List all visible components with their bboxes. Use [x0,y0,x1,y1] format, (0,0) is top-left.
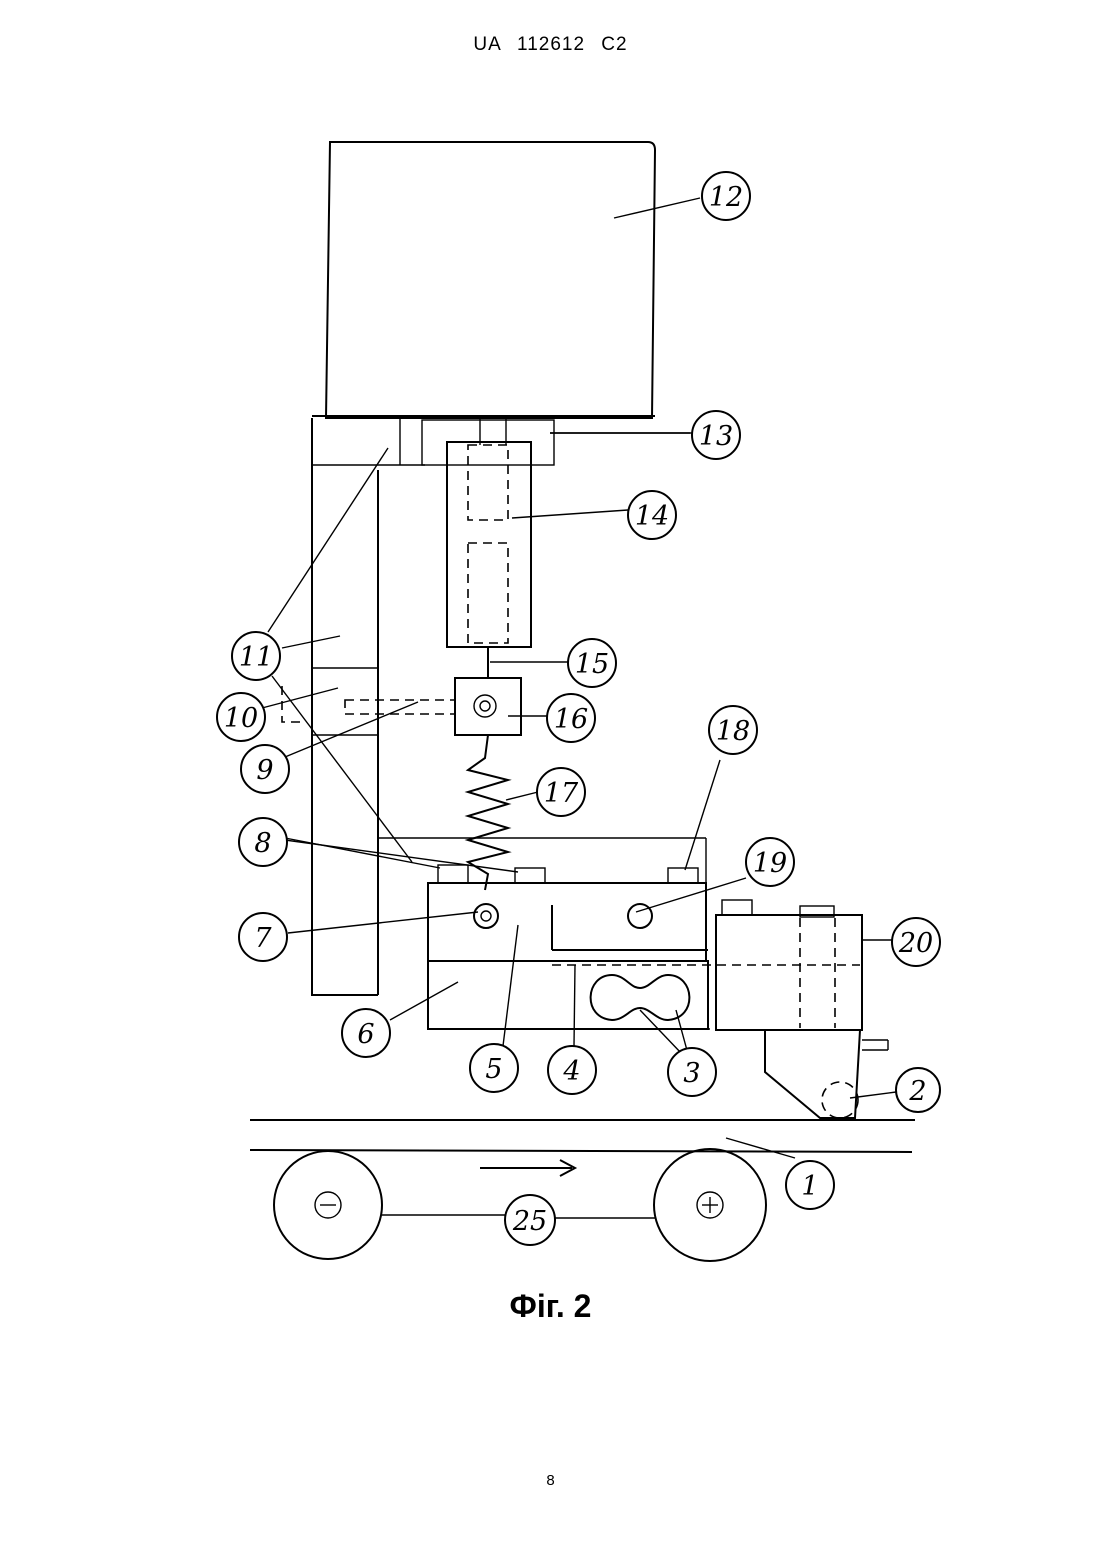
callout-13: 13 [692,411,740,459]
callout-4: 4 [548,1046,596,1094]
callout-label: 3 [683,1058,700,1089]
callout-25: 25 [505,1195,555,1245]
callout-label: 15 [575,649,609,680]
callout-7: 7 [239,913,287,961]
callout-label: 13 [699,421,733,452]
callout-label: 4 [562,1056,580,1087]
callout-label: 17 [544,778,579,809]
callout-label: 8 [254,828,271,859]
callout-label: 16 [554,704,588,735]
callout-3: 3 [668,1048,716,1096]
callout-label: 7 [254,923,272,954]
callout-17: 17 [537,768,585,816]
part-12-housing [326,142,655,418]
callout-1: 1 [786,1161,834,1209]
part-17-spring [468,735,508,890]
page-number: 8 [0,1472,1101,1489]
callout-label: 5 [485,1054,502,1085]
part-18-bolt [668,868,698,883]
part-8-bolt [515,868,545,883]
callout-14: 14 [628,491,676,539]
callout-8: 8 [239,818,287,866]
callout-20: 20 [892,918,940,966]
part-3-rollers [591,975,690,1020]
callout-2: 2 [896,1068,940,1112]
callout-18: 18 [709,706,757,754]
callout-5: 5 [470,1044,518,1092]
callout-label: 2 [908,1076,926,1107]
part-20-box [716,915,862,1030]
callout-label: 6 [357,1019,374,1050]
callout-label: 20 [898,928,933,959]
callout-label: 25 [512,1206,547,1237]
callout-10: 10 [217,693,265,741]
callout-label: 10 [224,703,258,734]
part-6-base [428,961,708,1029]
part-8-bolt [438,865,468,883]
part-16-block [455,678,521,735]
callout-label: 9 [256,755,273,786]
callout-label: 12 [709,182,743,213]
part-9-pin [345,700,455,714]
callout-label: 11 [239,642,273,673]
callout-label: 18 [716,716,750,747]
callout-11: 11 [232,632,280,680]
callout-9: 9 [241,745,289,793]
callout-15: 15 [568,639,616,687]
callout-12: 12 [702,172,750,220]
callout-16: 16 [547,694,595,742]
part-14-cylinder [447,442,531,647]
part-7-axle [474,904,498,928]
callout-label: 1 [801,1171,818,1202]
figure-caption: Фіг. 2 [0,1288,1101,1325]
callout-6: 6 [342,1009,390,1057]
callout-label: 14 [635,501,669,532]
part-2-roller [822,1082,858,1118]
part-10-bracket [282,686,300,722]
part-2-support [765,1030,860,1118]
callout-label: 19 [753,848,787,879]
callout-19: 19 [746,838,794,886]
part-14-piston [468,445,508,520]
